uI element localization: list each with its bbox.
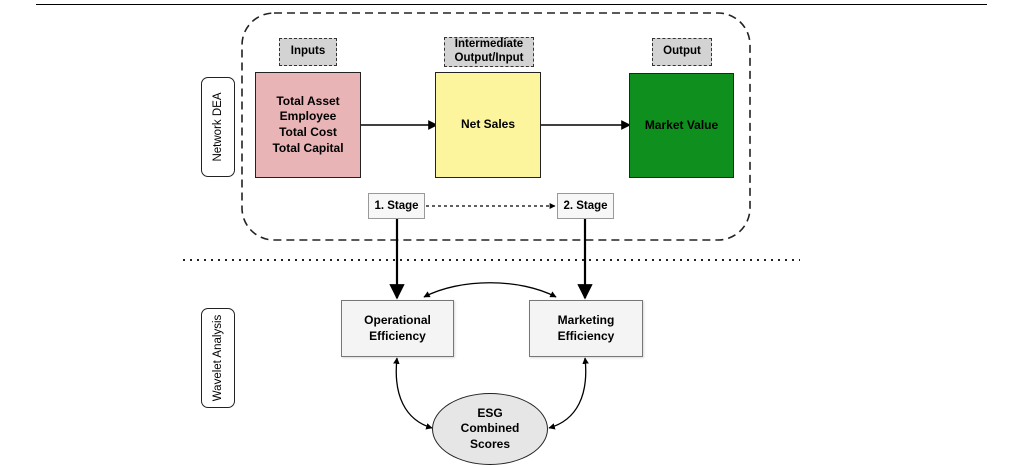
network-dea-container — [241, 12, 751, 241]
arrow-operational-marketing — [423, 282, 557, 298]
operational-efficiency-box: Operational Efficiency — [341, 300, 454, 357]
esg-combined-scores: ESG Combined Scores — [432, 393, 548, 465]
arrow-marketing-esg — [548, 357, 589, 430]
inputs-box: Total Asset Employee Total Cost Total Ca… — [255, 72, 361, 178]
market-value-box: Market Value — [629, 73, 734, 178]
top-rule — [36, 4, 987, 5]
net-sales-box: Net Sales — [435, 72, 541, 178]
wavelet-analysis-label: Wavelet Analysis — [201, 308, 235, 408]
output-tag: Output — [652, 38, 712, 66]
arrow-operational-esg — [393, 357, 433, 430]
intermediate-tag: Intermediate Output/Input — [444, 37, 534, 67]
inputs-tag: Inputs — [279, 38, 337, 66]
stage-1: 1. Stage — [368, 193, 425, 219]
stage-2: 2. Stage — [557, 193, 614, 219]
marketing-efficiency-box: Marketing Efficiency — [529, 300, 643, 357]
network-dea-label: Network DEA — [201, 77, 235, 177]
